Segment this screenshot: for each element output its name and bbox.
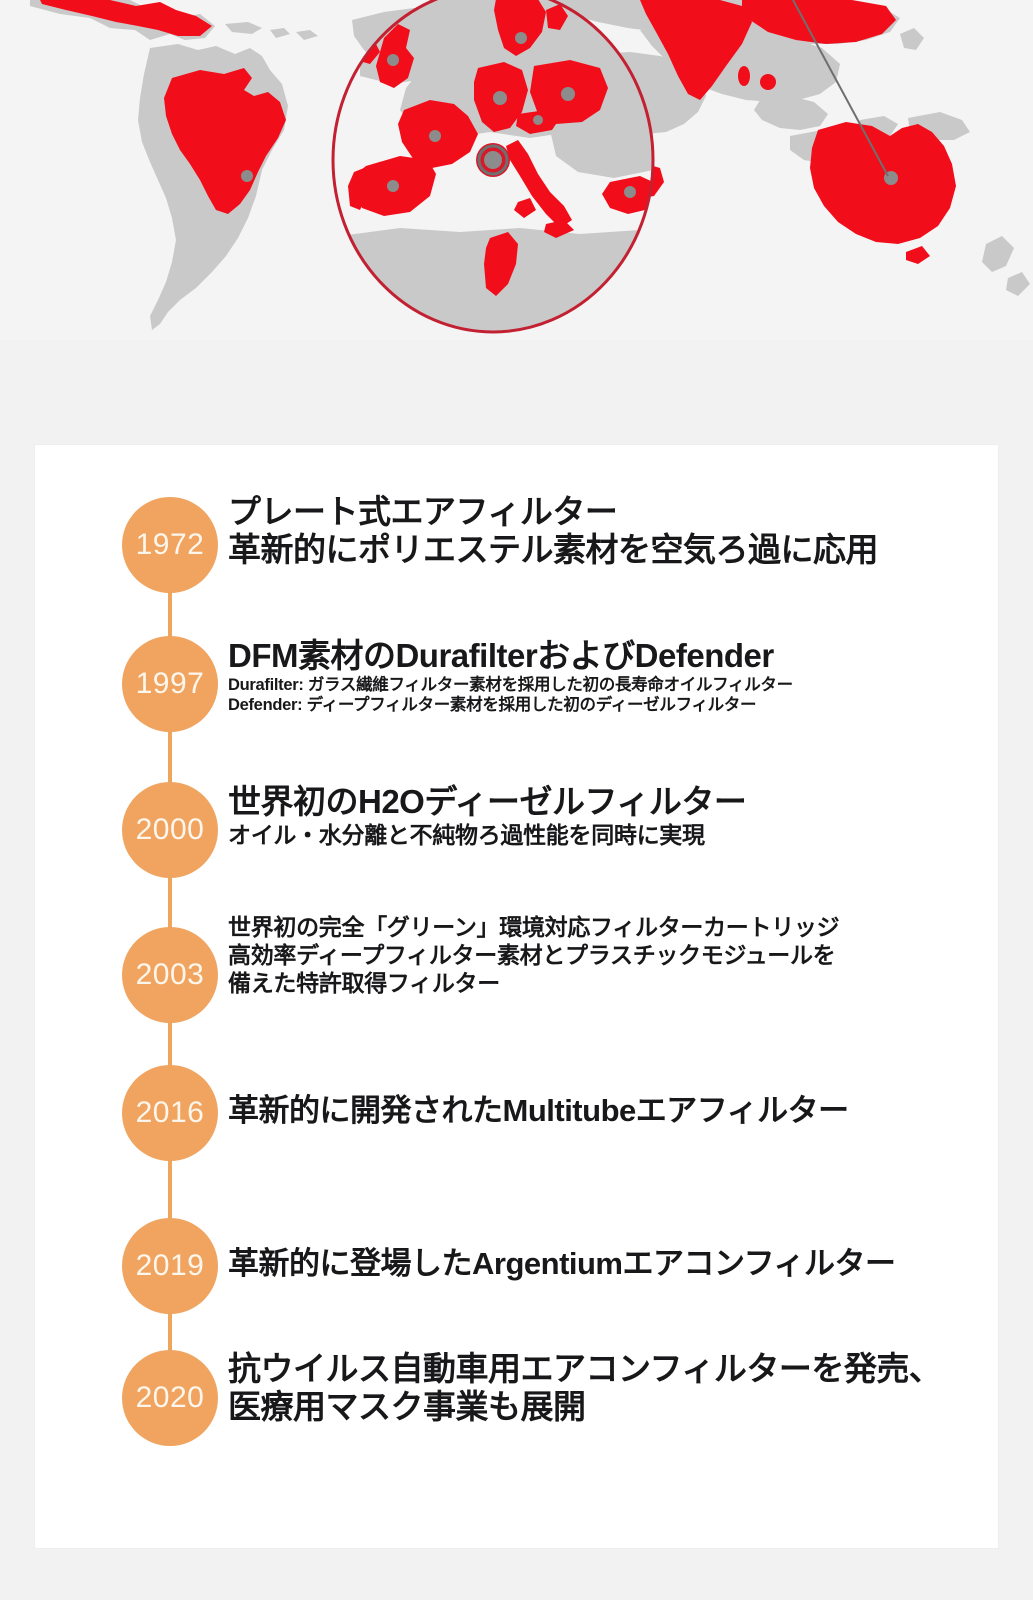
timeline-entry-subtitle: オイル・水分離と不純物ろ過性能を同時に実現 [228,822,705,849]
inset-marker-uk [387,54,399,66]
timeline-entry-content: 革新的に開発されたMultitubeエアフィルター [228,1093,988,1129]
inset-country-sardinia [514,198,536,218]
inset-marker-poland [561,87,575,101]
world-map-section [0,0,1033,340]
timeline-entry-content: プレート式エアフィルター 革新的にポリエステル素材を空気ろ過に応用 [228,493,988,570]
timeline-entry-title: 抗ウイルス自動車用エアコンフィルターを発売、 医療用マスク事業も展開 [228,1350,942,1426]
timeline-entry-subtitle: 世界初の完全「グリーン」環境対応フィルターカートリッジ 高効率ディープフィルター… [228,914,840,997]
timeline-year-bubble[interactable]: 2016 [122,1065,218,1161]
inset-marker-france [429,130,441,142]
timeline-entry-content: 世界初のH2Oディーゼルフィルター オイル・水分離と不純物ろ過性能を同時に実現 [228,783,988,849]
country-australia-tasmania [906,246,930,264]
inset-country-tunisia [484,232,518,296]
timeline-entry-title: DFM素材のDurafilterおよびDefender [228,637,774,674]
timeline-year-bubble[interactable]: 2019 [122,1218,218,1314]
inset-marker-sweden [515,32,527,44]
timeline-entry-title: 革新的に登場したArgentiumエアコンフィルター [228,1246,896,1281]
world-map-graphic [0,0,1033,340]
timeline-entry-content: 世界初の完全「グリーン」環境対応フィルターカートリッジ 高効率ディープフィルター… [228,913,988,997]
inset-country-italy [506,140,572,228]
timeline-year-bubble[interactable]: 1997 [122,636,218,732]
inset-country-sicily [544,220,574,238]
timeline-entry-content: 抗ウイルス自動車用エアコンフィルターを発売、 医療用マスク事業も展開 [228,1350,988,1427]
inset-country-denmark [546,4,568,30]
europe-zoom-inset [331,0,655,334]
country-india [640,0,752,100]
country-singapore [760,74,776,90]
timeline-entry-content: 革新的に登場したArgentiumエアコンフィルター [228,1246,988,1282]
inset-marker-spain [387,180,399,192]
timeline: 1972 プレート式エアフィルター 革新的にポリエステル素材を空気ろ過に応用 1… [35,445,998,1548]
timeline-entry-subtitle: Durafilter: ガラス繊維フィルター素材を採用した初の長寿命オイルフィル… [228,676,793,715]
map-leader-line [792,0,889,177]
timeline-entry-content: DFM素材のDurafilterおよびDefender Durafilter: … [228,637,988,716]
inset-marker-germany [493,91,507,105]
inset-country-portugal [348,168,368,210]
inset-marker-turkey [624,186,636,198]
timeline-year-bubble[interactable]: 1972 [122,497,218,593]
inset-marker-czechia [533,115,543,125]
timeline-entry-title: プレート式エアフィルター 革新的にポリエステル素材を空気ろ過に応用 [228,493,879,569]
marker-brazil [241,170,253,182]
timeline-entry-title: 革新的に開発されたMultitubeエアフィルター [228,1093,849,1128]
country-china [742,0,896,44]
timeline-year-bubble[interactable]: 2000 [122,782,218,878]
timeline-year-bubble[interactable]: 2020 [122,1350,218,1446]
country-mexico [40,0,212,36]
timeline-year-bubble[interactable]: 2003 [122,927,218,1023]
country-australia [810,122,956,244]
inset-marker-headquarters [476,143,510,177]
country-brazil [164,68,286,214]
country-sri-lanka [738,66,750,86]
inset-country-scandinavia [494,0,546,56]
timeline-card: 1972 プレート式エアフィルター 革新的にポリエステル素材を空気ろ過に応用 1… [35,445,998,1548]
inset-ring-outline [331,0,655,334]
timeline-entry-title: 世界初のH2Oディーゼルフィルター [228,783,747,820]
